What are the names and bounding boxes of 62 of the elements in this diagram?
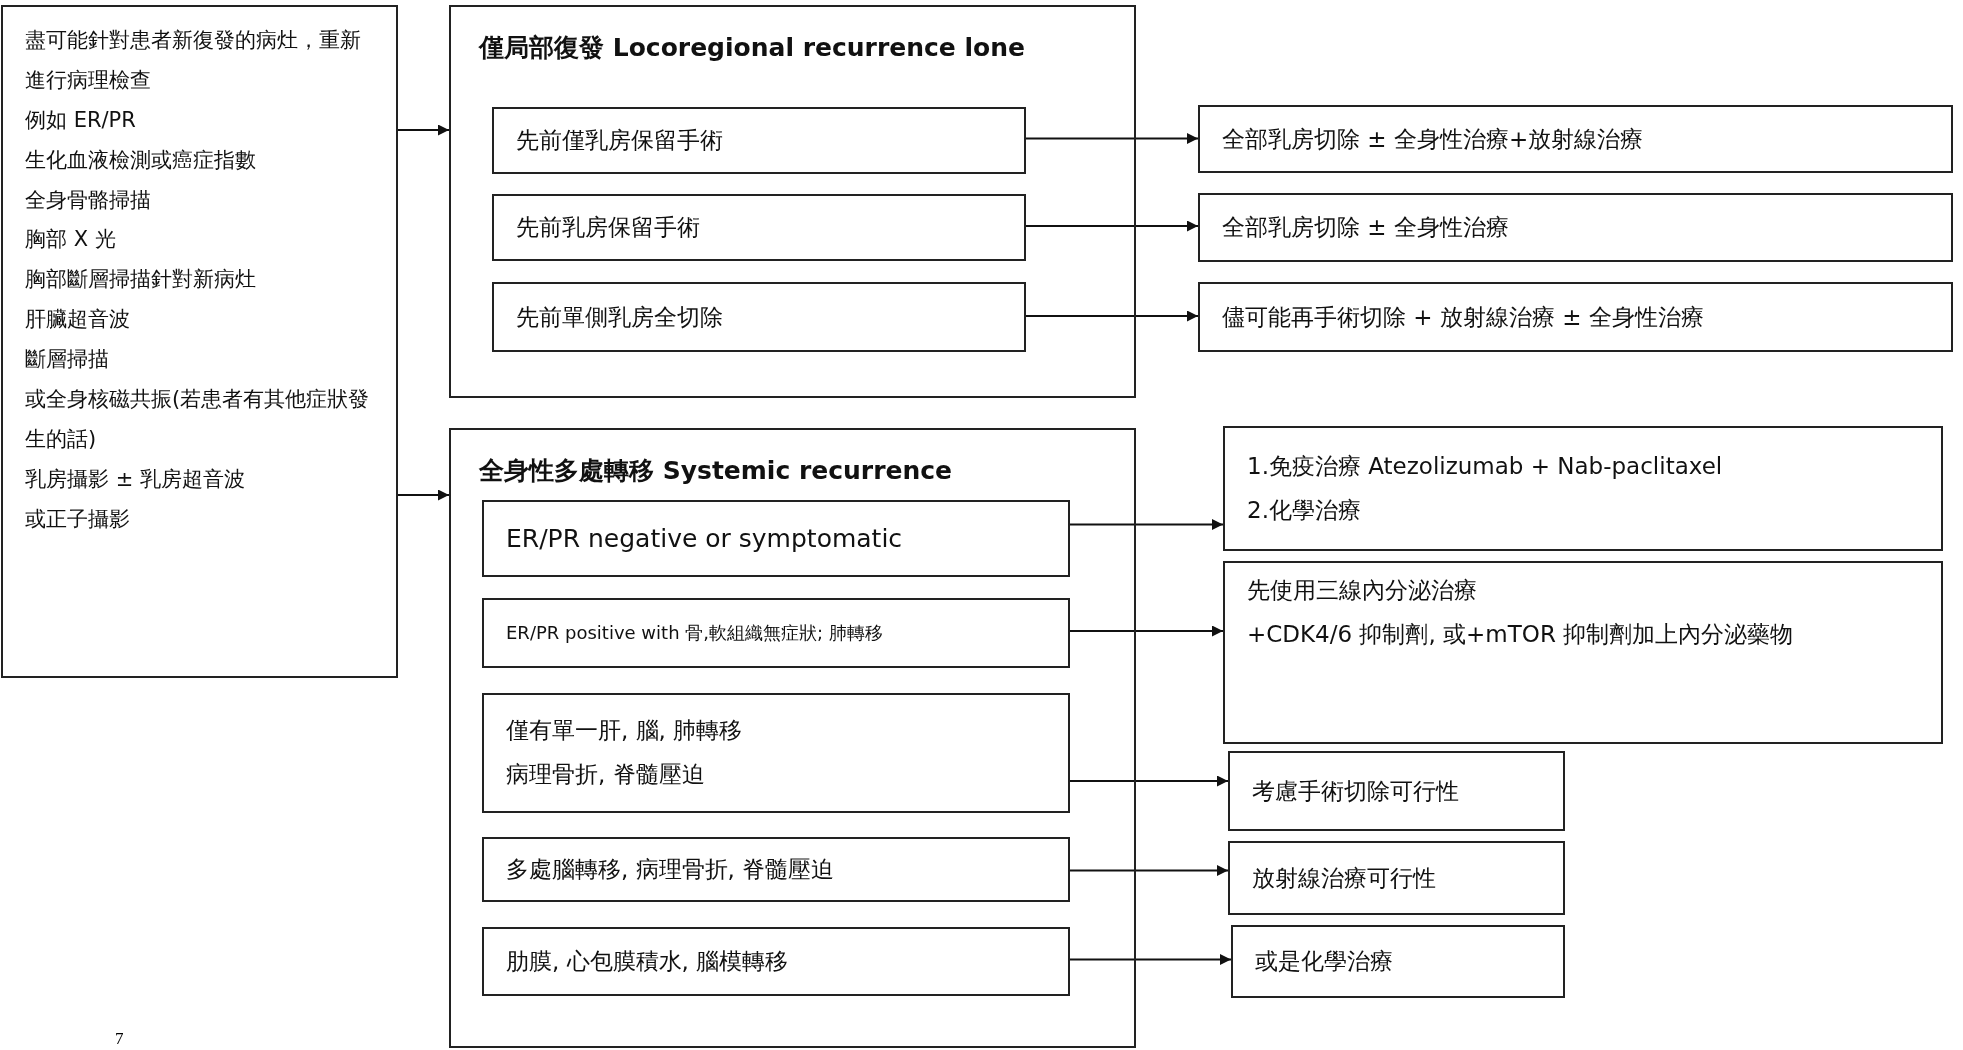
arrow: [1067, 865, 1229, 876]
node-text: +CDK4/6 抑制劑, 或+mTOR 抑制劑加上內分泌藥物: [1247, 619, 1795, 649]
arrow: [1067, 775, 1229, 787]
process-box: [482, 500, 1070, 577]
node-text: 先前僅乳房保留手術: [516, 126, 724, 156]
process-box: [492, 194, 1026, 261]
arrow: [397, 124, 450, 136]
arrow: [1067, 954, 1232, 965]
process-box: [1231, 925, 1565, 998]
node-text: 儘可能再手術切除 + 放射線治療 ± 全身性治療: [1222, 302, 1705, 332]
node-text: 先使用三線內分泌治療: [1247, 576, 1478, 605]
node-text: 乳房攝影 ± 乳房超音波: [25, 465, 246, 493]
workup-box: [1, 5, 398, 678]
arrow: [1067, 519, 1224, 530]
process-box: [1223, 561, 1943, 744]
group-heading: 僅局部復發 Locoregional recurrence lone: [479, 32, 1026, 64]
process-box: [1198, 105, 1953, 173]
process-box: [1198, 193, 1953, 262]
arrow: [1023, 310, 1199, 322]
process-box: [482, 927, 1070, 996]
node-text: 盡可能針對患者新復發的病灶，重新進行病理檢查: [25, 27, 362, 94]
node-text: 僅有單一肝, 腦, 肺轉移: [506, 716, 744, 746]
page-number: 7: [115, 1030, 124, 1047]
arrow: [1067, 625, 1224, 637]
node-text: 考慮手術切除可行性: [1252, 776, 1460, 806]
node-text: 先前單側乳房全切除: [516, 302, 724, 332]
node-text: 2.化學治療: [1247, 495, 1362, 525]
node-text: 全部乳房切除 ± 全身性治療+放射線治療: [1222, 124, 1645, 154]
node-text: 或是化學治療: [1255, 947, 1394, 977]
process-box: [1198, 282, 1953, 352]
node-text: 全身骨骼掃描: [25, 186, 152, 214]
process-box: [492, 282, 1026, 352]
node-text: 斷層掃描: [25, 346, 110, 374]
arrow: [1023, 133, 1199, 144]
process-box: [482, 598, 1070, 668]
process-box: [1228, 841, 1565, 915]
process-box: [482, 693, 1070, 813]
node-text: 多處腦轉移, 病理骨折, 脊髓壓迫: [506, 855, 836, 885]
node-text: 胸部 X 光: [25, 226, 117, 254]
node-text: 病理骨折, 脊髓壓迫: [506, 760, 706, 789]
node-text: 放射線治療可行性: [1252, 863, 1437, 893]
node-text: 例如 ER/PR: [25, 106, 137, 134]
node-text: 肋膜, 心包膜積水, 腦模轉移: [506, 947, 790, 977]
node-text: 全部乳房切除 ± 全身性治療: [1222, 213, 1510, 243]
group-box: [449, 5, 1136, 398]
group-box: [449, 428, 1136, 1048]
process-box: [1223, 426, 1943, 551]
process-box: [492, 107, 1026, 174]
node-text: 或正子攝影: [25, 505, 131, 533]
node-text: ER/PR negative or symptomatic: [506, 523, 904, 555]
node-text: 胸部斷層掃描針對新病灶: [25, 266, 257, 294]
process-box: [482, 837, 1070, 902]
node-text: 先前乳房保留手術: [516, 213, 701, 243]
group-heading: 全身性多處轉移 Systemic recurrence: [479, 455, 954, 487]
node-text: ER/PR positive with 骨,軟組織無症狀; 肺轉移: [506, 621, 884, 646]
node-text: 或全身核磁共振(若患者有其他症狀發生的話): [25, 386, 371, 453]
node-text: 生化血液檢測或癌症指數: [25, 146, 257, 174]
process-box: [1228, 751, 1565, 831]
node-text: 1.免疫治療 Atezolizumab + Nab-paclitaxel: [1247, 451, 1724, 481]
node-text: 肝臟超音波: [25, 306, 131, 334]
arrow: [1023, 220, 1199, 232]
arrow: [397, 489, 450, 501]
